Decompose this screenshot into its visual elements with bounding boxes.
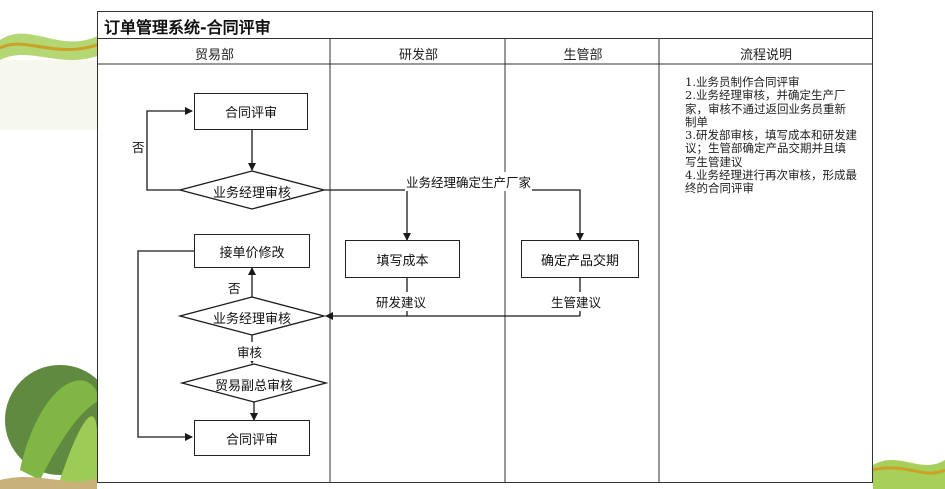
column-header-trade: 贸易部 — [194, 48, 234, 63]
label-rnd-advice: 研发建议 — [375, 292, 428, 311]
page-title: 订单管理系统-合同评审 — [104, 18, 271, 37]
node-vp-review: 贸易副总审核 — [214, 379, 293, 394]
node-contract-review-2: 合同评审 — [194, 420, 310, 456]
node-contract-review-1: 合同评审 — [194, 93, 308, 130]
label-approved: 审核 — [236, 342, 264, 361]
column-header-production: 生管部 — [563, 48, 603, 63]
label-production-advice: 生管建议 — [550, 292, 603, 311]
node-manager-review-2: 业务经理审核 — [212, 312, 291, 327]
process-notes: 1.业务员制作合同评审 2.业务经理审核，并确定生产厂家，审核不通过返回业务员重… — [685, 75, 857, 196]
label-reject-1: 否 — [131, 137, 146, 156]
title-divider — [98, 38, 872, 39]
node-fill-cost: 填写成本 — [345, 240, 460, 278]
node-manager-review-1: 业务经理审核 — [212, 186, 291, 201]
node-order-price-edit: 接单价修改 — [194, 234, 310, 268]
label-reject-2: 否 — [227, 278, 242, 297]
label-determine-factory: 业务经理确定生产厂家 — [405, 172, 533, 191]
diamond-vp-review — [179, 363, 329, 403]
node-delivery-date: 确定产品交期 — [521, 240, 639, 278]
diamond-manager-review-2 — [177, 296, 327, 336]
column-header-notes: 流程说明 — [739, 48, 792, 63]
column-header-rnd: 研发部 — [398, 48, 438, 63]
